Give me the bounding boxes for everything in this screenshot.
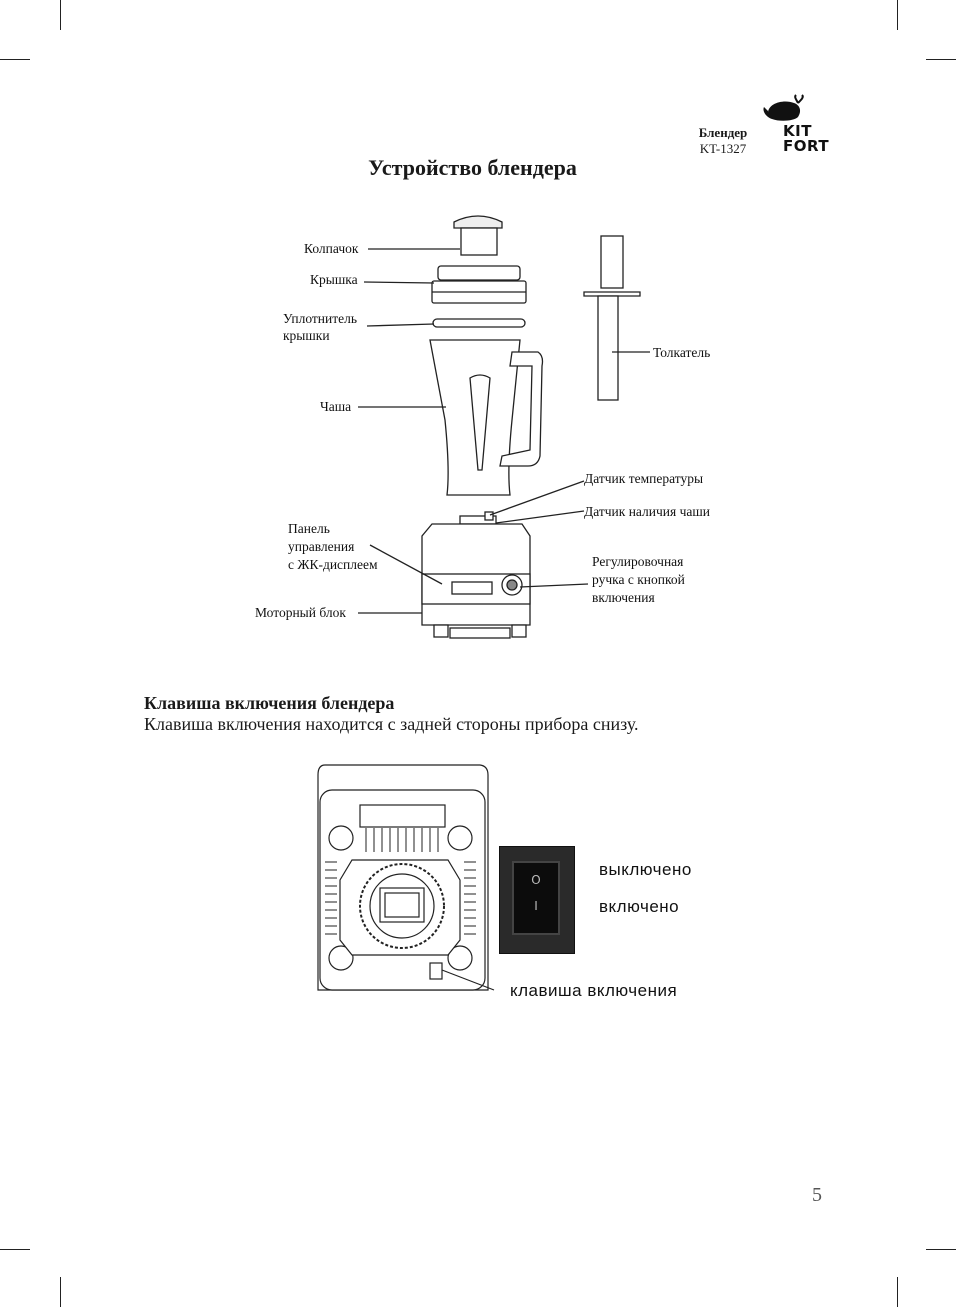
cap-body — [460, 227, 498, 256]
brand-fort: FORT — [783, 137, 830, 155]
label-knob-2: ручка с кнопкой — [592, 572, 685, 587]
label-panel-1: Панель — [288, 521, 330, 536]
lcd-display — [451, 581, 493, 595]
label-motor: Моторный блок — [255, 605, 346, 620]
header-model: Блендер KT-1327 — [690, 125, 756, 157]
crop-mark-tl-v — [60, 0, 61, 30]
header-model-number: KT-1327 — [699, 141, 747, 156]
section-title: Клавиша включения блендера — [144, 693, 395, 713]
section-text: Клавиша включения находится с задней сто… — [144, 714, 639, 734]
label-power-key: клавиша включения — [510, 981, 678, 1000]
label-cap: Колпачок — [304, 241, 359, 256]
label-lid: Крышка — [310, 272, 358, 287]
blender-diagram — [358, 215, 650, 639]
crop-mark-br-h — [926, 1249, 956, 1250]
label-panel-2: управления — [288, 539, 355, 554]
label-lid-seal-2: крышки — [283, 328, 330, 343]
crop-mark-tr-h — [926, 59, 956, 60]
label-jar: Чаша — [320, 399, 352, 414]
label-temp-sensor: Датчик температуры — [584, 471, 704, 486]
tamper-top — [600, 235, 624, 289]
rocker-switch-photo: O I — [499, 846, 575, 954]
crop-mark-br-v — [897, 1277, 898, 1307]
header-product: Блендер — [698, 125, 748, 140]
brand-logo-text: KIT FORT — [783, 124, 829, 154]
crop-mark-bl-v — [60, 1277, 61, 1307]
whale-logo-icon — [763, 94, 804, 121]
label-switch-off: выключено — [599, 860, 692, 879]
crop-mark-bl-h — [0, 1249, 30, 1250]
lid-top — [437, 265, 521, 281]
label-lid-seal-1: Уплотнитель — [283, 311, 358, 326]
power-switch-location — [429, 962, 443, 980]
crop-mark-tl-h — [0, 59, 30, 60]
rocker-switch-body: O I — [512, 861, 560, 935]
cap-shape — [453, 215, 503, 229]
label-jar-sensor: Датчик наличия чаши — [584, 504, 710, 519]
crop-mark-tr-v — [897, 0, 898, 30]
label-tamper: Толкатель — [653, 345, 711, 360]
page-title: Устройство блендера — [368, 155, 577, 180]
seal-shape — [432, 318, 526, 328]
switch-off-symbol: O — [531, 873, 541, 887]
label-knob-1: Регулировочная — [592, 554, 684, 569]
page-number: 5 — [812, 1184, 822, 1206]
brand-kit: KIT — [783, 122, 812, 140]
blender-bottom-view — [317, 764, 571, 991]
jar-handle — [499, 351, 544, 467]
label-knob-3: включения — [592, 590, 655, 605]
jar-shape — [429, 339, 521, 496]
switch-on-symbol: I — [534, 899, 538, 913]
label-switch-on: включено — [599, 897, 680, 916]
label-panel-3: с ЖК-дисплеем — [288, 557, 378, 572]
tamper-shaft — [597, 295, 619, 401]
